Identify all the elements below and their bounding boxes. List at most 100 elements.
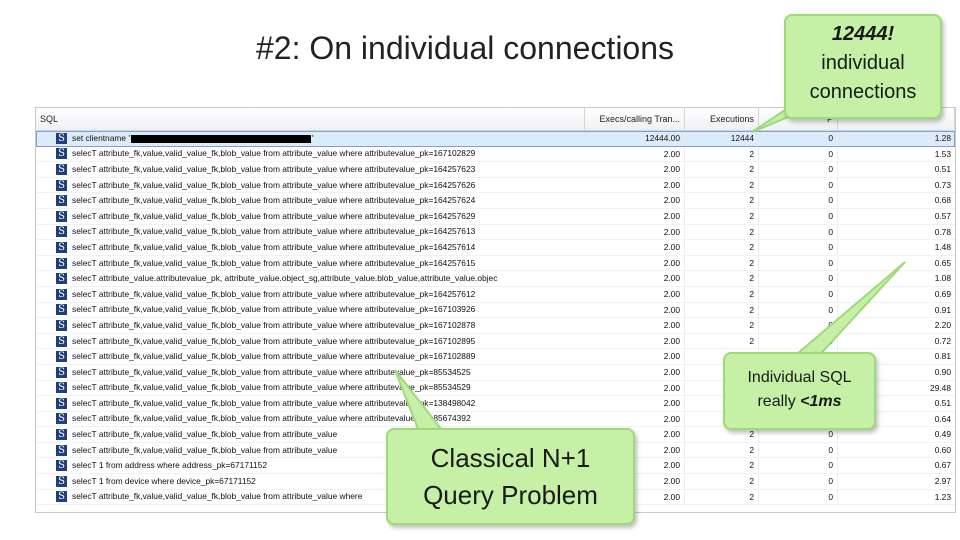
callout-n-plus-one: Classical N+1 Query Problem [386, 428, 635, 525]
cell-execs-per-transaction: 2.00 [585, 427, 685, 442]
column-header-sql[interactable]: SQL [36, 108, 585, 130]
sql-statement-icon: S [56, 195, 67, 207]
cell-time: 1.28 [934, 133, 951, 143]
cell-time: 0.68 [934, 195, 951, 206]
cell-time: 0.91 [934, 304, 951, 315]
column-header-executions[interactable]: Executions [685, 108, 759, 130]
cell-execs-per-transaction: 2.00 [585, 474, 685, 489]
cell-executions: 2 [685, 427, 759, 442]
cell-execs-per-transaction: 2.00 [585, 208, 685, 224]
cell-execs-per-transaction: 2.00 [585, 146, 685, 162]
cell-execs-per-transaction: 2.00 [585, 286, 685, 302]
cell-execs-per-transaction: 2.00 [585, 333, 685, 349]
sql-statement-icon: S [56, 335, 67, 347]
column-header-p[interactable]: P [759, 108, 838, 130]
cell-time: 0.67 [934, 460, 951, 471]
cell-time: 0.60 [934, 444, 951, 455]
callout-individual-sql: Individual SQL really <1ms [723, 352, 876, 430]
cell-executions: 2 [685, 193, 759, 208]
sql-statement-icon: S [56, 304, 67, 316]
cell-time: 0.51 [934, 164, 951, 175]
sql-text: selecT attribute_fk,value,valid_value_fk… [72, 257, 476, 268]
cell-executions: 2 [685, 162, 759, 177]
cell-p: 0 [759, 302, 838, 318]
cell-executions: 2 [685, 286, 759, 302]
cell-p: 0 [759, 458, 838, 474]
sql-statement-icon: S [56, 257, 67, 269]
cell-time: 0.90 [934, 366, 951, 377]
sql-statement-icon: S [56, 163, 67, 175]
cell-execs-per-transaction: 12444.00 [585, 131, 685, 146]
cell-p: 0 [759, 286, 838, 302]
callout-individual-sql-threshold: <1ms [800, 393, 842, 410]
cell-executions: 2 [685, 333, 759, 349]
cell-executions: 2 [685, 302, 759, 318]
column-header-time[interactable] [838, 108, 955, 130]
cell-executions: 2 [685, 240, 759, 255]
sql-statement-icon: S [56, 288, 67, 300]
cell-p: 0 [759, 474, 838, 489]
sql-text: selecT attribute_fk,value,valid_value_fk… [72, 382, 471, 393]
sql-text: selecT attribute_fk,value,valid_value_fk… [72, 319, 476, 330]
cell-time: 0.64 [934, 413, 951, 424]
sql-text: selecT attribute_fk,value,valid_value_fk… [72, 444, 338, 455]
sql-text: set clientname '' [72, 131, 314, 146]
sql-statement-icon: S [56, 475, 67, 487]
sql-statement-icon: S [56, 382, 67, 394]
sql-statement-icon: S [56, 241, 67, 253]
sql-statement-icon: S [56, 210, 67, 222]
cell-time: 0.73 [934, 179, 951, 190]
cell-time: 1.23 [934, 491, 951, 502]
cell-p: 0 [759, 177, 838, 193]
cell-p: 0 [759, 208, 838, 224]
callout-individual-connections: 12444! individual connections [784, 14, 942, 119]
cell-time: 0.81 [934, 351, 951, 362]
sql-text-prefix: set clientname ' [72, 132, 130, 143]
cell-p: 0 [759, 224, 838, 240]
cell-time: 0.51 [934, 398, 951, 409]
sql-text: selecT attribute_fk,value,valid_value_fk… [72, 429, 338, 440]
sql-text: selecT attribute_fk,value,valid_value_fk… [72, 366, 471, 377]
cell-time: 0.78 [934, 226, 951, 237]
sql-text: selecT attribute_fk,value,valid_value_fk… [72, 148, 476, 159]
cell-execs-per-transaction: 2.00 [585, 364, 685, 380]
cell-p: 0 [759, 193, 838, 208]
sql-text: selecT attribute_fk,value,valid_value_fk… [72, 351, 476, 362]
cell-time: 1.48 [934, 242, 951, 253]
cell-time: 2.20 [934, 320, 951, 331]
callout-individual-sql-line1: Individual SQL [747, 369, 852, 386]
sql-text: selecT attribute_fk,value,valid_value_fk… [72, 241, 476, 252]
slide-title: #2: On individual connections [255, 30, 675, 66]
sql-statement-icon: S [56, 148, 67, 160]
cell-execs-per-transaction: 2.00 [585, 302, 685, 318]
sql-text: selecT attribute_fk,value,valid_value_fk… [72, 304, 476, 315]
cell-p: 0 [759, 146, 838, 162]
column-header-execs-per-transaction[interactable]: Execs/calling Tran... [585, 108, 685, 130]
sql-text: selecT attribute_fk,value,valid_value_fk… [72, 226, 476, 237]
